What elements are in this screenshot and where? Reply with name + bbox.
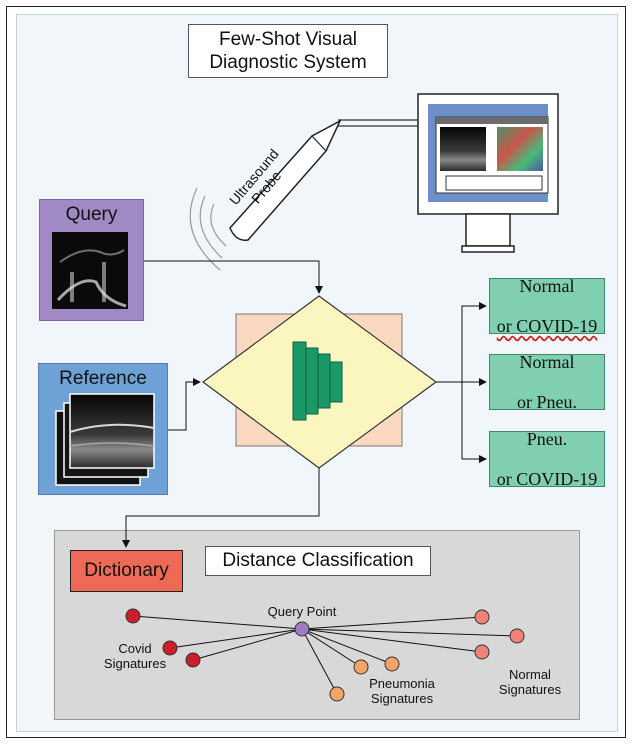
- probe-cable: [338, 119, 418, 127]
- reference-ultrasound-stack: [55, 393, 155, 486]
- output-normal-or-covid-line1: Normal: [519, 276, 575, 296]
- normal-signatures-label: Normal Signatures: [498, 667, 562, 697]
- covid-signatures-label: Covid Signatures: [103, 641, 167, 671]
- system-title: Few-Shot Visual Diagnostic System: [188, 24, 388, 78]
- reference-label: Reference: [59, 368, 147, 389]
- output-normal-or-covid: Normal or COVID-19: [489, 276, 605, 336]
- network-to-dictionary-arrow: [122, 468, 320, 548]
- pneumonia-signature-node: [329, 686, 345, 702]
- output-normal-or-pneu: Normal or Pneu.: [489, 352, 605, 412]
- output-pneu-or-covid-line2: or COVID-19: [496, 469, 598, 489]
- query-ultrasound-image: [52, 232, 128, 309]
- pneumonia-signatures-label: Pneumonia Signatures: [369, 676, 435, 706]
- output-pneu-or-covid-line1: Pneu.: [526, 429, 568, 449]
- pneumonia-signature-node: [353, 659, 369, 675]
- figure-frame: [6, 6, 626, 738]
- dictionary-box: Dictionary: [70, 550, 183, 592]
- covid-signature-node: [125, 608, 141, 624]
- pneumonia-signature-node: [384, 656, 400, 672]
- query-label: Query: [65, 204, 118, 225]
- normal-signature-node: [509, 628, 525, 644]
- arrow-to-output-1: [461, 302, 487, 382]
- distance-edges: [132, 615, 518, 695]
- normal-signature-node: [474, 609, 490, 625]
- normal-signature-node: [474, 644, 490, 660]
- covid-signature-node: [162, 640, 178, 656]
- query-point-node: [294, 621, 310, 637]
- monitor-icon: [417, 93, 559, 253]
- reference-to-network-arrow: [168, 378, 201, 431]
- output-normal-or-pneu-line2: or Pneu.: [517, 392, 577, 412]
- distance-classification-label: Distance Classification: [205, 546, 431, 576]
- ultrasound-probe-icon: [189, 119, 342, 271]
- covid-signature-node: [185, 652, 201, 668]
- output-normal-or-covid-line2: or COVID-19: [496, 316, 598, 336]
- arrow-to-output-3: [461, 382, 487, 463]
- output-normal-or-pneu-line1: Normal: [519, 352, 575, 372]
- network-layers-icon: [292, 341, 343, 421]
- query-to-network-arrow: [144, 260, 323, 294]
- query-point-label: Query Point: [267, 604, 337, 619]
- output-pneu-or-covid: Pneu. or COVID-19: [489, 429, 605, 489]
